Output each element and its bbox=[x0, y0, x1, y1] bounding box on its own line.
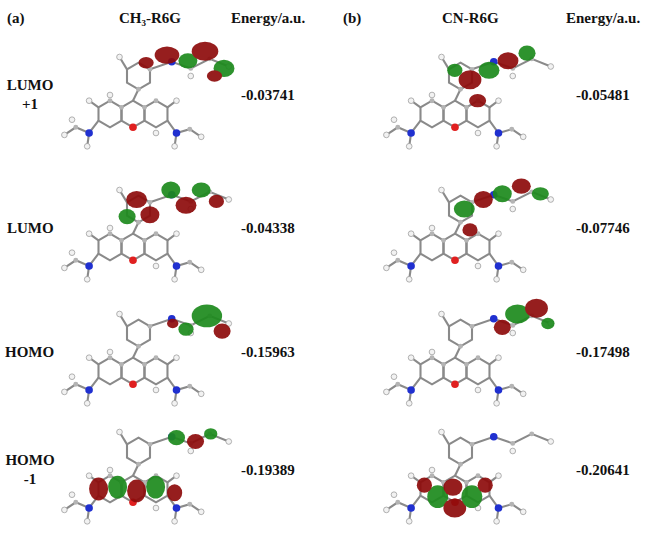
column-heading: CN-R6G bbox=[442, 9, 499, 28]
energy-value: -0.15963 bbox=[241, 343, 295, 362]
orbital-label: LUMO bbox=[7, 219, 54, 238]
column-heading: CH₃-R6G bbox=[119, 9, 181, 28]
energy-value: -0.04338 bbox=[241, 219, 295, 238]
energy-value: -0.03741 bbox=[241, 86, 295, 105]
panel-letter: (b) bbox=[343, 9, 361, 28]
orbital-label: HOMO -1 bbox=[5, 451, 55, 489]
energy-value: -0.05481 bbox=[576, 86, 630, 105]
panel-letter: (a) bbox=[7, 9, 25, 28]
column-heading: Energy/a.u. bbox=[566, 9, 640, 28]
orbital-label: HOMO bbox=[5, 343, 54, 362]
energy-value: -0.19389 bbox=[241, 461, 295, 480]
energy-value: -0.17498 bbox=[576, 343, 630, 362]
orbital-label: LUMO +1 bbox=[5, 76, 55, 114]
energy-value: -0.07746 bbox=[576, 219, 630, 238]
energy-value: -0.20641 bbox=[576, 461, 630, 480]
column-heading: Energy/a.u. bbox=[231, 9, 305, 28]
